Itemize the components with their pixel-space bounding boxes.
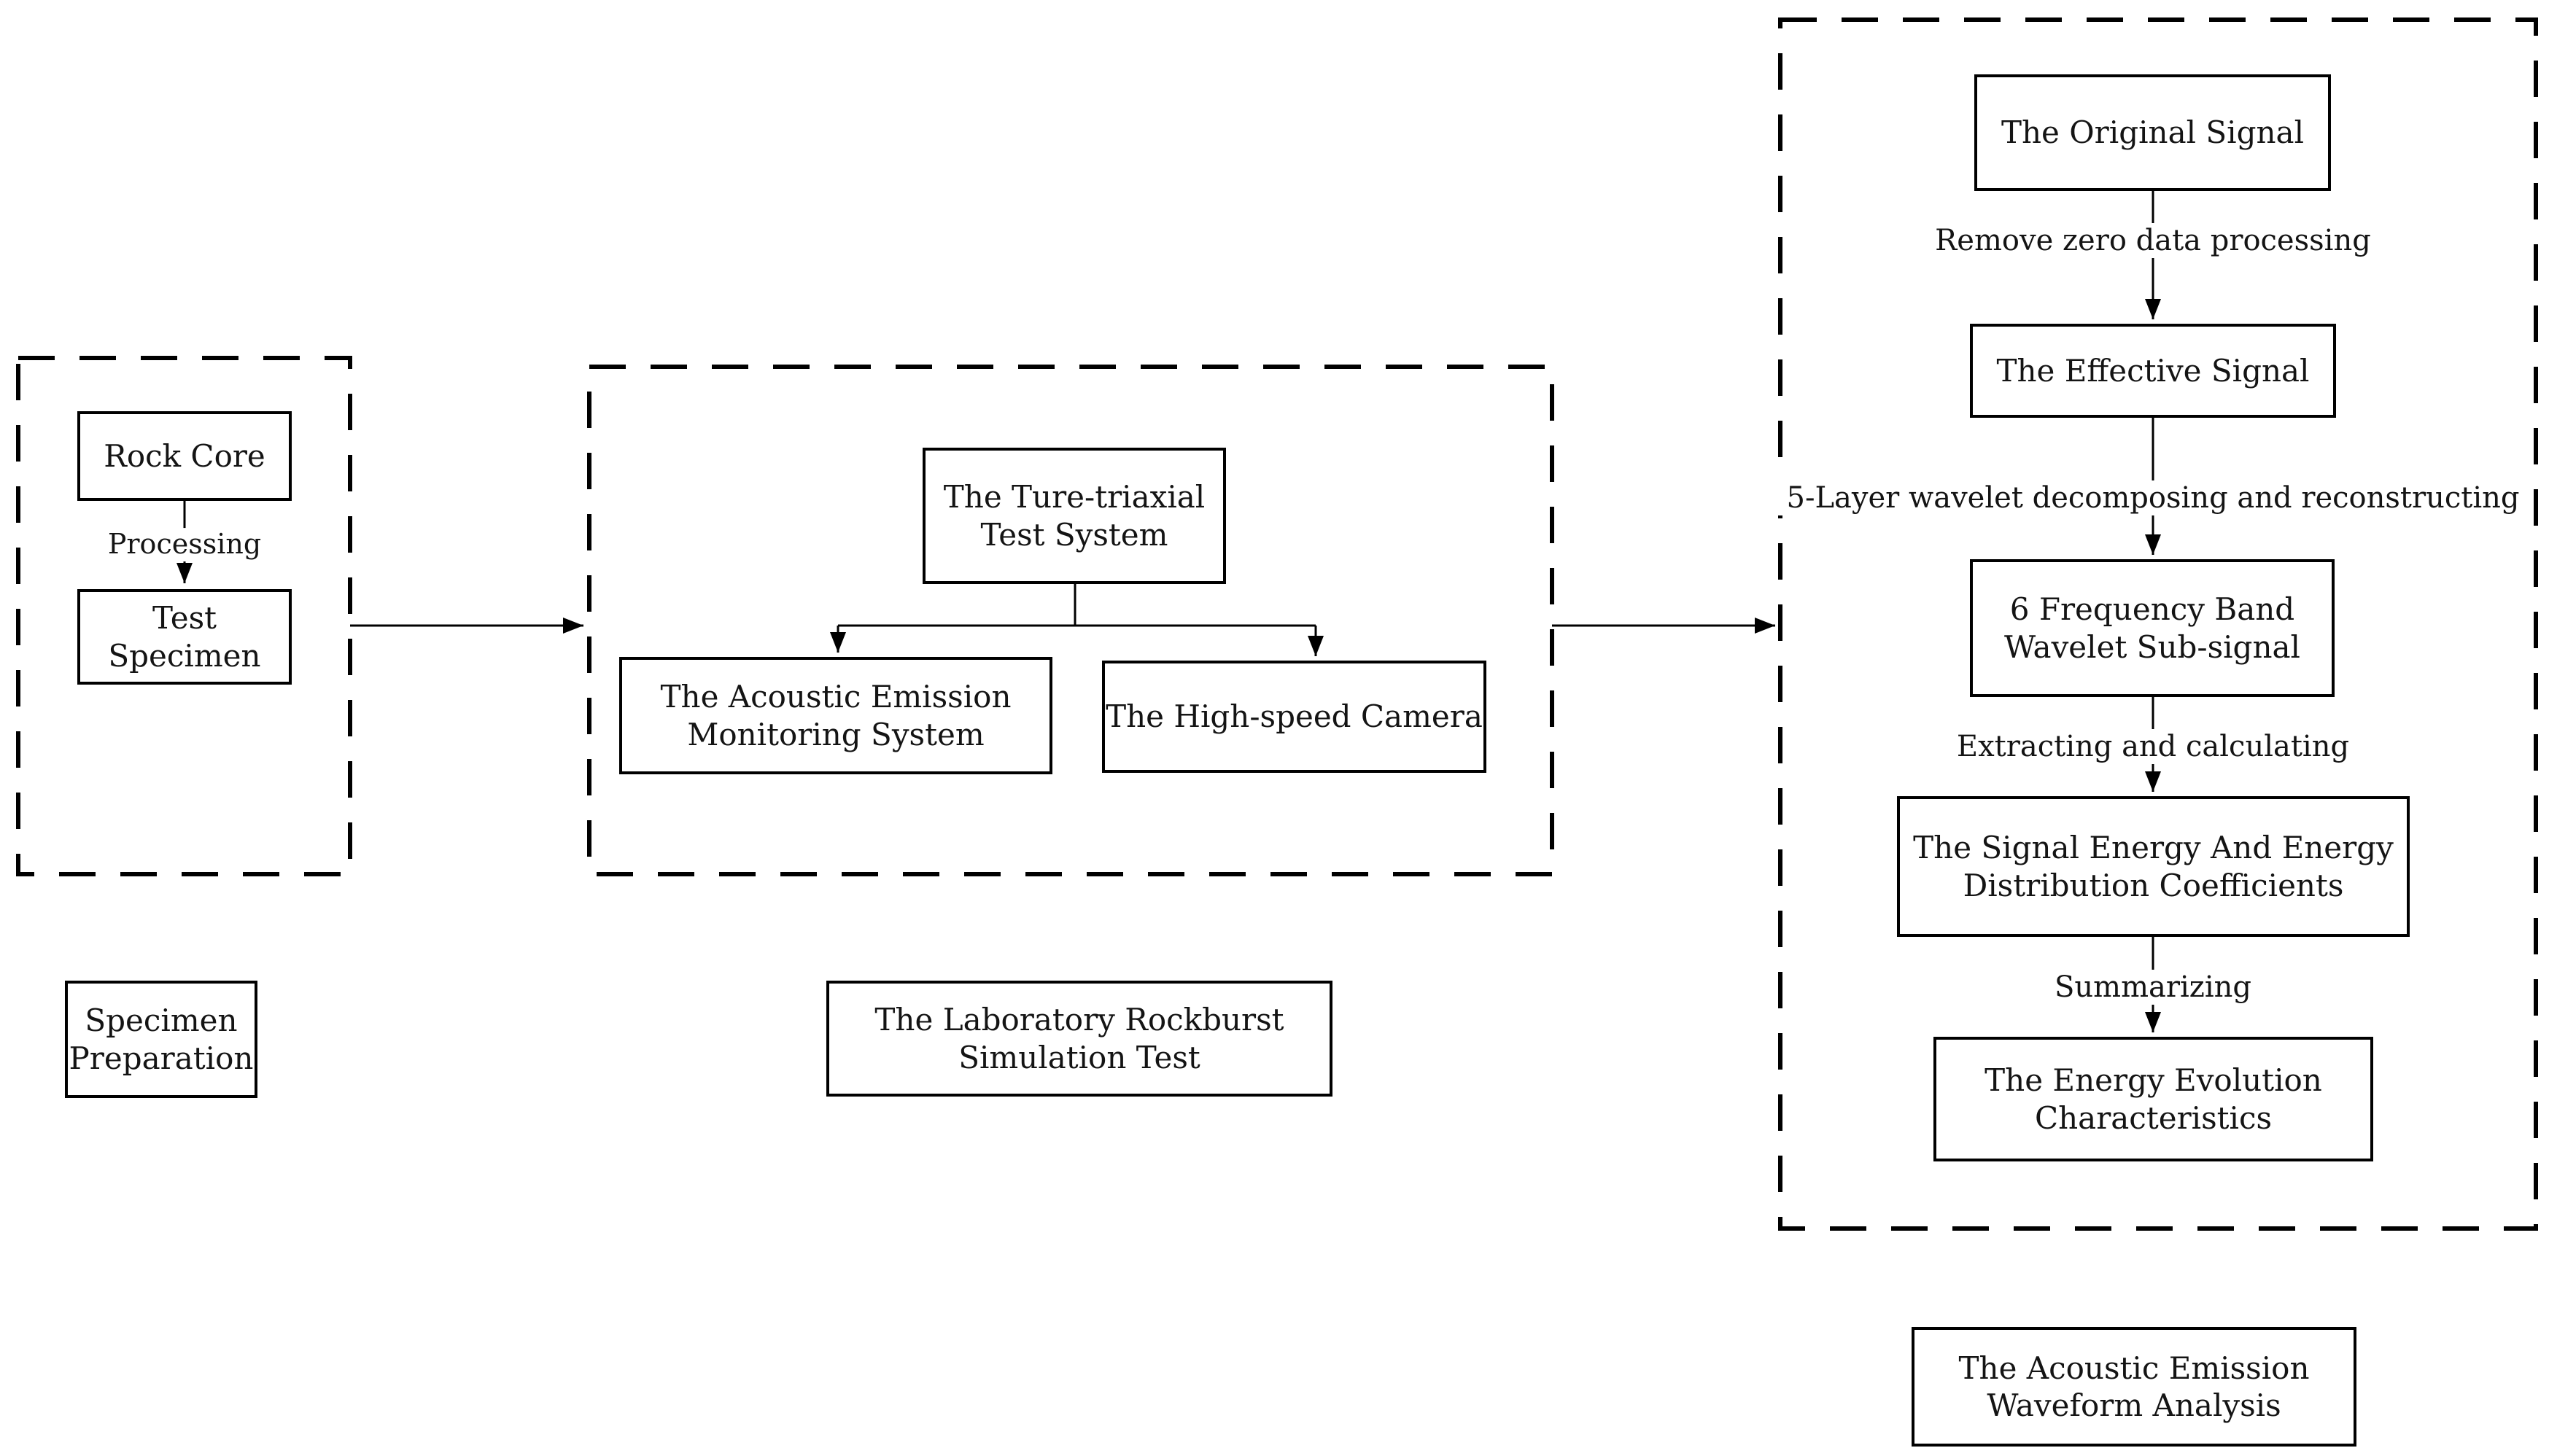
- node-test-specimen: Test Specimen: [77, 589, 292, 685]
- node-acoustic-emission-monitoring-system: The Acoustic Emission Monitoring System: [619, 657, 1052, 774]
- node-ture-triaxial-test-system: The Ture-triaxial Test System: [923, 448, 1226, 584]
- node-effective-signal: The Effective Signal: [1970, 324, 2336, 418]
- caption-laboratory-rockburst-simulation-test: The Laboratory Rockburst Simulation Test: [826, 981, 1332, 1097]
- caption-acoustic-emission-waveform-analysis: The Acoustic Emission Waveform Analysis: [1912, 1327, 2356, 1447]
- edge-label-processing: Processing: [97, 528, 272, 561]
- group-box-rockburst-test: [587, 365, 1554, 876]
- group-box-waveform-analysis: [1778, 17, 2538, 1231]
- node-rock-core: Rock Core: [77, 411, 292, 501]
- node-energy-evolution-characteristics: The Energy Evolution Characteristics: [1933, 1037, 2373, 1161]
- node-signal-energy-distribution-coefficients: The Signal Energy And Energy Distributio…: [1897, 796, 2410, 937]
- caption-specimen-preparation: Specimen Preparation: [65, 981, 257, 1098]
- node-frequency-band-wavelet-subsignal: 6 Frequency Band Wavelet Sub-signal: [1970, 559, 2335, 697]
- edge-label-remove-zero: Remove zero data processing: [1925, 223, 2381, 258]
- group-box-specimen-preparation: [16, 356, 352, 876]
- node-high-speed-camera: The High-speed Camera: [1102, 661, 1486, 773]
- edge-label-summarizing: Summarizing: [2044, 970, 2262, 1005]
- edge-label-extracting-calculating: Extracting and calculating: [1946, 729, 2360, 764]
- edge-label-wavelet-decomposing: 5-Layer wavelet decomposing and reconstr…: [1776, 480, 2530, 515]
- node-original-signal: The Original Signal: [1974, 74, 2331, 191]
